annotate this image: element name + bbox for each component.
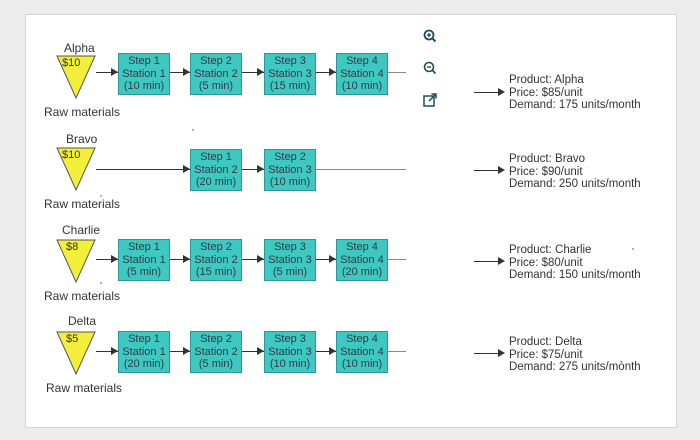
raw-materials-triangle xyxy=(56,55,96,99)
raw-materials-triangle xyxy=(56,331,96,375)
open-external-icon[interactable] xyxy=(421,91,439,109)
product-info: Product: Bravo Price: $90/unit Demand: 2… xyxy=(509,153,641,190)
product-info: Product: Charlie Price: $80/unit Demand:… xyxy=(509,244,641,281)
raw-materials-label: Raw materials xyxy=(44,197,121,211)
raw-material-cost: $10 xyxy=(62,149,81,161)
raw-materials-label: Raw materials xyxy=(44,289,121,303)
product-info: Product: Delta Price: $75/unit Demand: 2… xyxy=(509,336,641,373)
raw-material-cost: $5 xyxy=(66,333,79,345)
raw-materials-triangle xyxy=(56,147,96,191)
raw-material-cost: $8 xyxy=(66,241,79,253)
zoom-out-icon[interactable] xyxy=(421,59,439,77)
zoom-in-icon[interactable] xyxy=(421,27,439,45)
product-name: Delta xyxy=(68,314,97,328)
raw-materials-triangle xyxy=(56,239,96,283)
raw-material-cost: $10 xyxy=(62,57,81,69)
raw-materials-label: Raw materials xyxy=(46,381,123,395)
raw-materials-label: Raw materials xyxy=(44,105,121,119)
product-name: Alpha xyxy=(64,41,95,55)
product-info: Product: Alpha Price: $85/unit Demand: 1… xyxy=(509,74,641,111)
product-name: Charlie xyxy=(62,223,101,237)
product-name: Bravo xyxy=(66,132,98,146)
